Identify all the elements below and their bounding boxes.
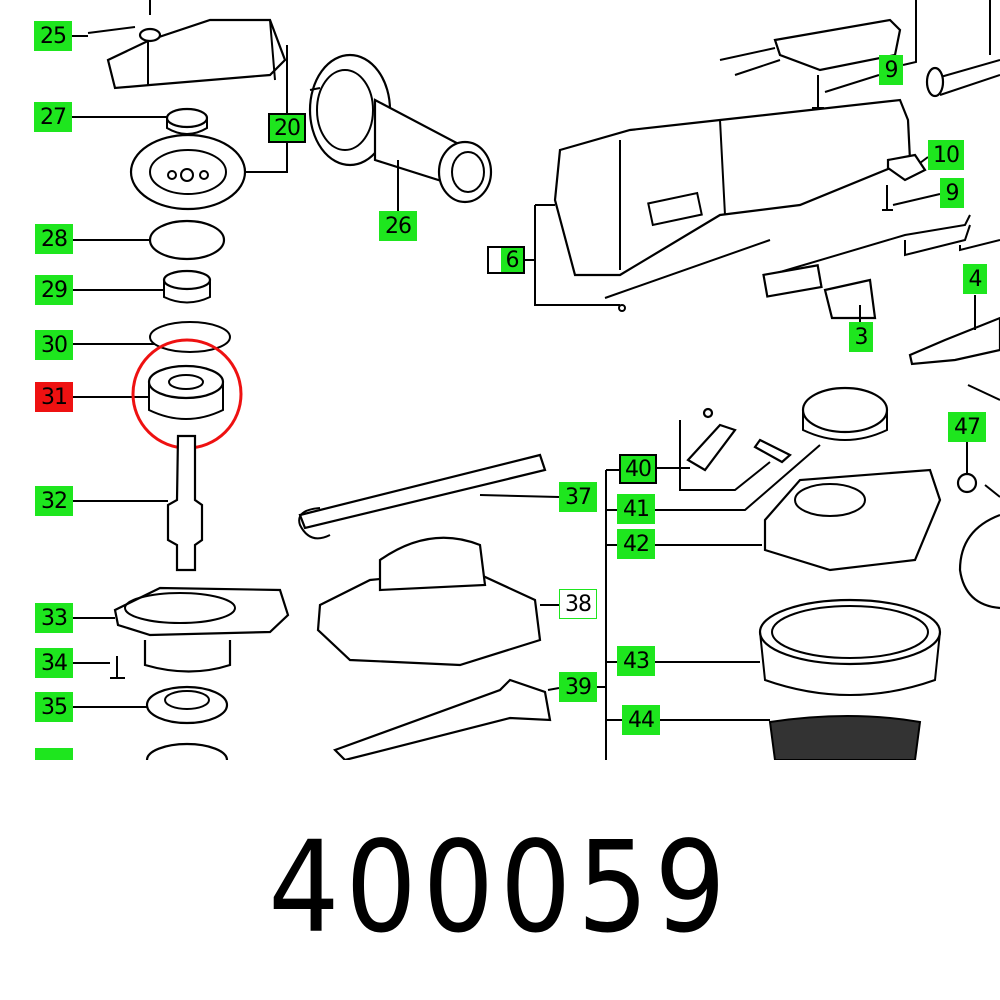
callout-20[interactable]: 20 [268,113,306,143]
callout-3[interactable]: 3 [849,322,873,352]
callout-33[interactable]: 33 [35,603,73,633]
callout-31-selected[interactable]: 31 [35,382,73,412]
callout-44[interactable]: 44 [622,705,660,735]
callout-28[interactable]: 28 [35,224,73,254]
callout-27[interactable]: 27 [34,102,72,132]
callout-36-partial [35,748,73,760]
callout-9-top[interactable]: 9 [879,55,903,85]
callout-41[interactable]: 41 [617,494,655,524]
callout-34[interactable]: 34 [35,648,73,678]
callout-39[interactable]: 39 [559,672,597,702]
callout-10[interactable]: 10 [928,140,964,170]
callout-32[interactable]: 32 [35,486,73,516]
callout-37[interactable]: 37 [559,482,597,512]
callout-4[interactable]: 4 [963,264,987,294]
callout-25[interactable]: 25 [34,21,72,51]
callout-35[interactable]: 35 [35,692,73,722]
callout-40[interactable]: 40 [619,454,657,484]
callout-6[interactable]: 6 [501,246,525,274]
callout-43[interactable]: 43 [617,646,655,676]
callout-42[interactable]: 42 [617,529,655,559]
callout-26[interactable]: 26 [379,211,417,241]
callout-47[interactable]: 47 [948,412,986,442]
part-number: 400059 [268,815,732,961]
callout-29[interactable]: 29 [35,275,73,305]
callout-38[interactable]: 38 [559,589,597,619]
callout-30[interactable]: 30 [35,330,73,360]
diagram-line-art [72,0,1000,760]
callout-6-bracket [487,246,501,274]
callout-9-lower[interactable]: 9 [940,178,964,208]
exploded-parts-diagram: 25 27 20 28 29 30 31 32 33 34 35 26 6 9 … [34,0,1000,760]
